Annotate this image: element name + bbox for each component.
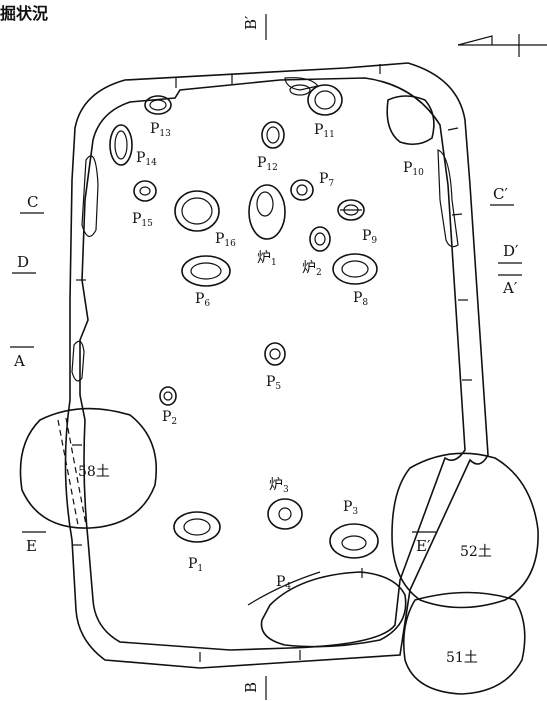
pit-label-p2: P2 (162, 409, 177, 427)
pit-label-p16: P16 (215, 231, 236, 249)
pit-p7-shape (290, 179, 314, 201)
pit-p5-shape (264, 342, 286, 366)
pit-p3-shape (329, 523, 379, 559)
pit-label-p15: P15 (132, 211, 153, 229)
dug-pit-52: 52土 (391, 452, 539, 609)
section-label-e: E (26, 537, 37, 555)
pit-label-p7: P7 (319, 171, 334, 189)
pit-label-p10: P10 (403, 160, 424, 178)
pit-p10-shape (386, 95, 435, 146)
section-label-b: B (242, 682, 260, 693)
wall-ditch-right (437, 149, 459, 248)
pit-label-p4: P4 (276, 574, 291, 592)
pit-label-p13: P13 (150, 121, 171, 139)
hearth-2-shape (309, 226, 331, 252)
pit-label-p3: P3 (343, 499, 358, 517)
dug-pit-51: 51土 (402, 591, 526, 695)
pit-label-p11: P11 (314, 122, 335, 140)
hearth-label-2: 炉2 (302, 260, 322, 278)
section-label-c-prime: C′ (493, 185, 508, 203)
pit-label-p8: P8 (353, 290, 368, 308)
hearth-1-shape (248, 184, 286, 240)
north-arrow-icon (457, 34, 547, 57)
hearth-3-shape (267, 498, 303, 530)
section-label-d-prime: D′ (503, 242, 519, 260)
pit-p9-shape (337, 199, 365, 221)
section-label-a-prime: A′ (502, 279, 518, 297)
pit-label-p6: P6 (195, 291, 210, 309)
hearth-label-1: 炉1 (257, 250, 277, 268)
inner-floor-outline (79, 77, 466, 651)
pit-label-p9: P9 (362, 228, 377, 246)
section-label-a: A (13, 352, 25, 370)
outer-wall-outline (64, 62, 489, 669)
dug-pit-58: 58土 (19, 407, 158, 529)
pit-p15-shape (133, 180, 157, 202)
pit-p1-shape (173, 511, 221, 543)
hearth-label-3: 炉3 (269, 477, 289, 495)
section-label-c: C (27, 193, 38, 211)
pit-label-p12: P12 (257, 155, 278, 173)
section-label-b-prime: B′ (242, 15, 260, 30)
wall-ticks (72, 64, 472, 662)
pit-p14-shape (109, 124, 133, 166)
section-label-e-prime: E′ (416, 537, 431, 555)
pit-label-p5: P5 (266, 374, 281, 392)
pit-p13-shape (144, 95, 172, 115)
pit-p8-shape (332, 253, 378, 285)
pit-p6-shape (181, 255, 231, 287)
dug-pit-58-label: 58土 (78, 464, 110, 480)
wall-ditch-left-lower (71, 340, 85, 382)
pit-p16-shape (174, 190, 220, 232)
pit-p4-shape (247, 568, 407, 648)
pit-p2-shape (159, 386, 177, 406)
pit-label-p1: P1 (188, 556, 203, 574)
section-label-d: D (17, 253, 29, 271)
figure-title: 掘状況 (0, 4, 48, 23)
dug-pit-52-label: 52土 (460, 544, 492, 560)
pit-p11-shape (289, 84, 343, 116)
wall-ditch-left-upper (81, 155, 99, 237)
dug-pit-51-label: 51土 (446, 650, 478, 666)
pit-label-p14: P14 (136, 150, 157, 168)
pit-p12-shape (261, 121, 285, 149)
